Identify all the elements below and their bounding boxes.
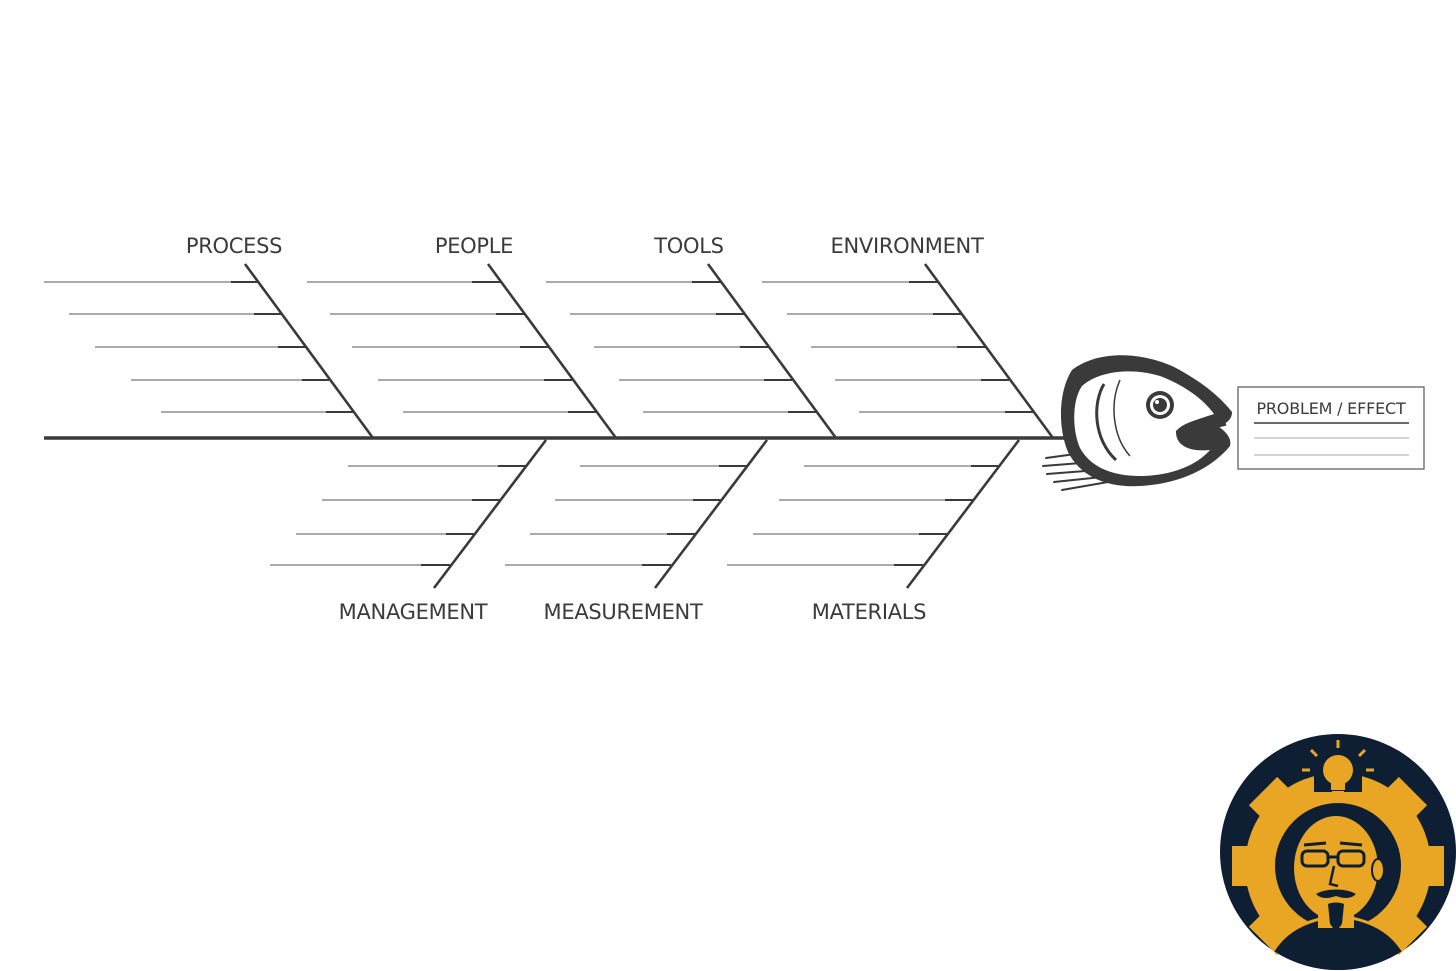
bone-materials: [727, 439, 1021, 589]
bone-people: [307, 263, 618, 439]
problem-effect-label: PROBLEM / EFFECT: [1256, 399, 1406, 418]
lightbulb-icon: [1302, 740, 1374, 799]
category-label-measurement: MEASUREMENT: [544, 600, 703, 624]
category-label-environment: ENVIRONMENT: [831, 234, 984, 258]
problem-effect-box: PROBLEM / EFFECT: [1237, 386, 1425, 470]
category-label-tools: TOOLS: [653, 234, 723, 258]
bone-management: [270, 439, 548, 589]
category-label-people: PEOPLE: [435, 234, 513, 258]
fish-head-icon: [1042, 355, 1232, 491]
bone-process: [44, 263, 375, 439]
category-label-materials: MATERIALS: [812, 600, 926, 624]
bone-measurement: [505, 439, 769, 589]
bone-tools: [546, 263, 838, 439]
bone-environment: [762, 263, 1055, 439]
brand-logo-icon: [1220, 734, 1456, 970]
category-label-management: MANAGEMENT: [339, 600, 488, 624]
category-label-process: PROCESS: [186, 234, 282, 258]
